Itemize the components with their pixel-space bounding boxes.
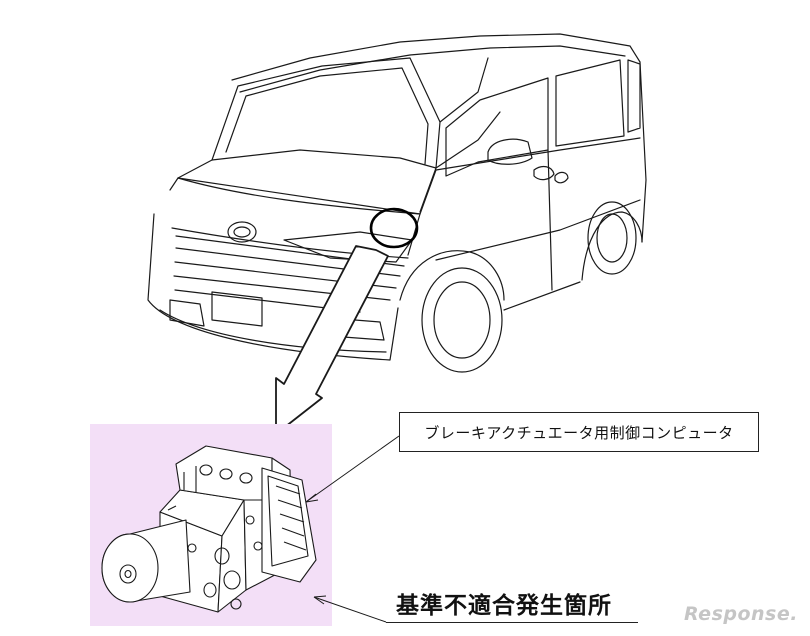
defect-leader-line bbox=[313, 596, 387, 623]
part-name-label: ブレーキアクチュエータ用制御コンピュータ bbox=[399, 412, 759, 452]
part-leader-line bbox=[305, 435, 400, 503]
minivan-drawing bbox=[147, 33, 647, 373]
defect-location-label: 基準不適合発生箇所 bbox=[396, 592, 612, 619]
brake-actuator-icon bbox=[101, 445, 317, 613]
defect-label-underline bbox=[386, 622, 638, 623]
response-watermark-logo: Response. bbox=[684, 603, 798, 625]
location-circle bbox=[369, 207, 419, 249]
downward-arrow-icon bbox=[275, 245, 389, 435]
